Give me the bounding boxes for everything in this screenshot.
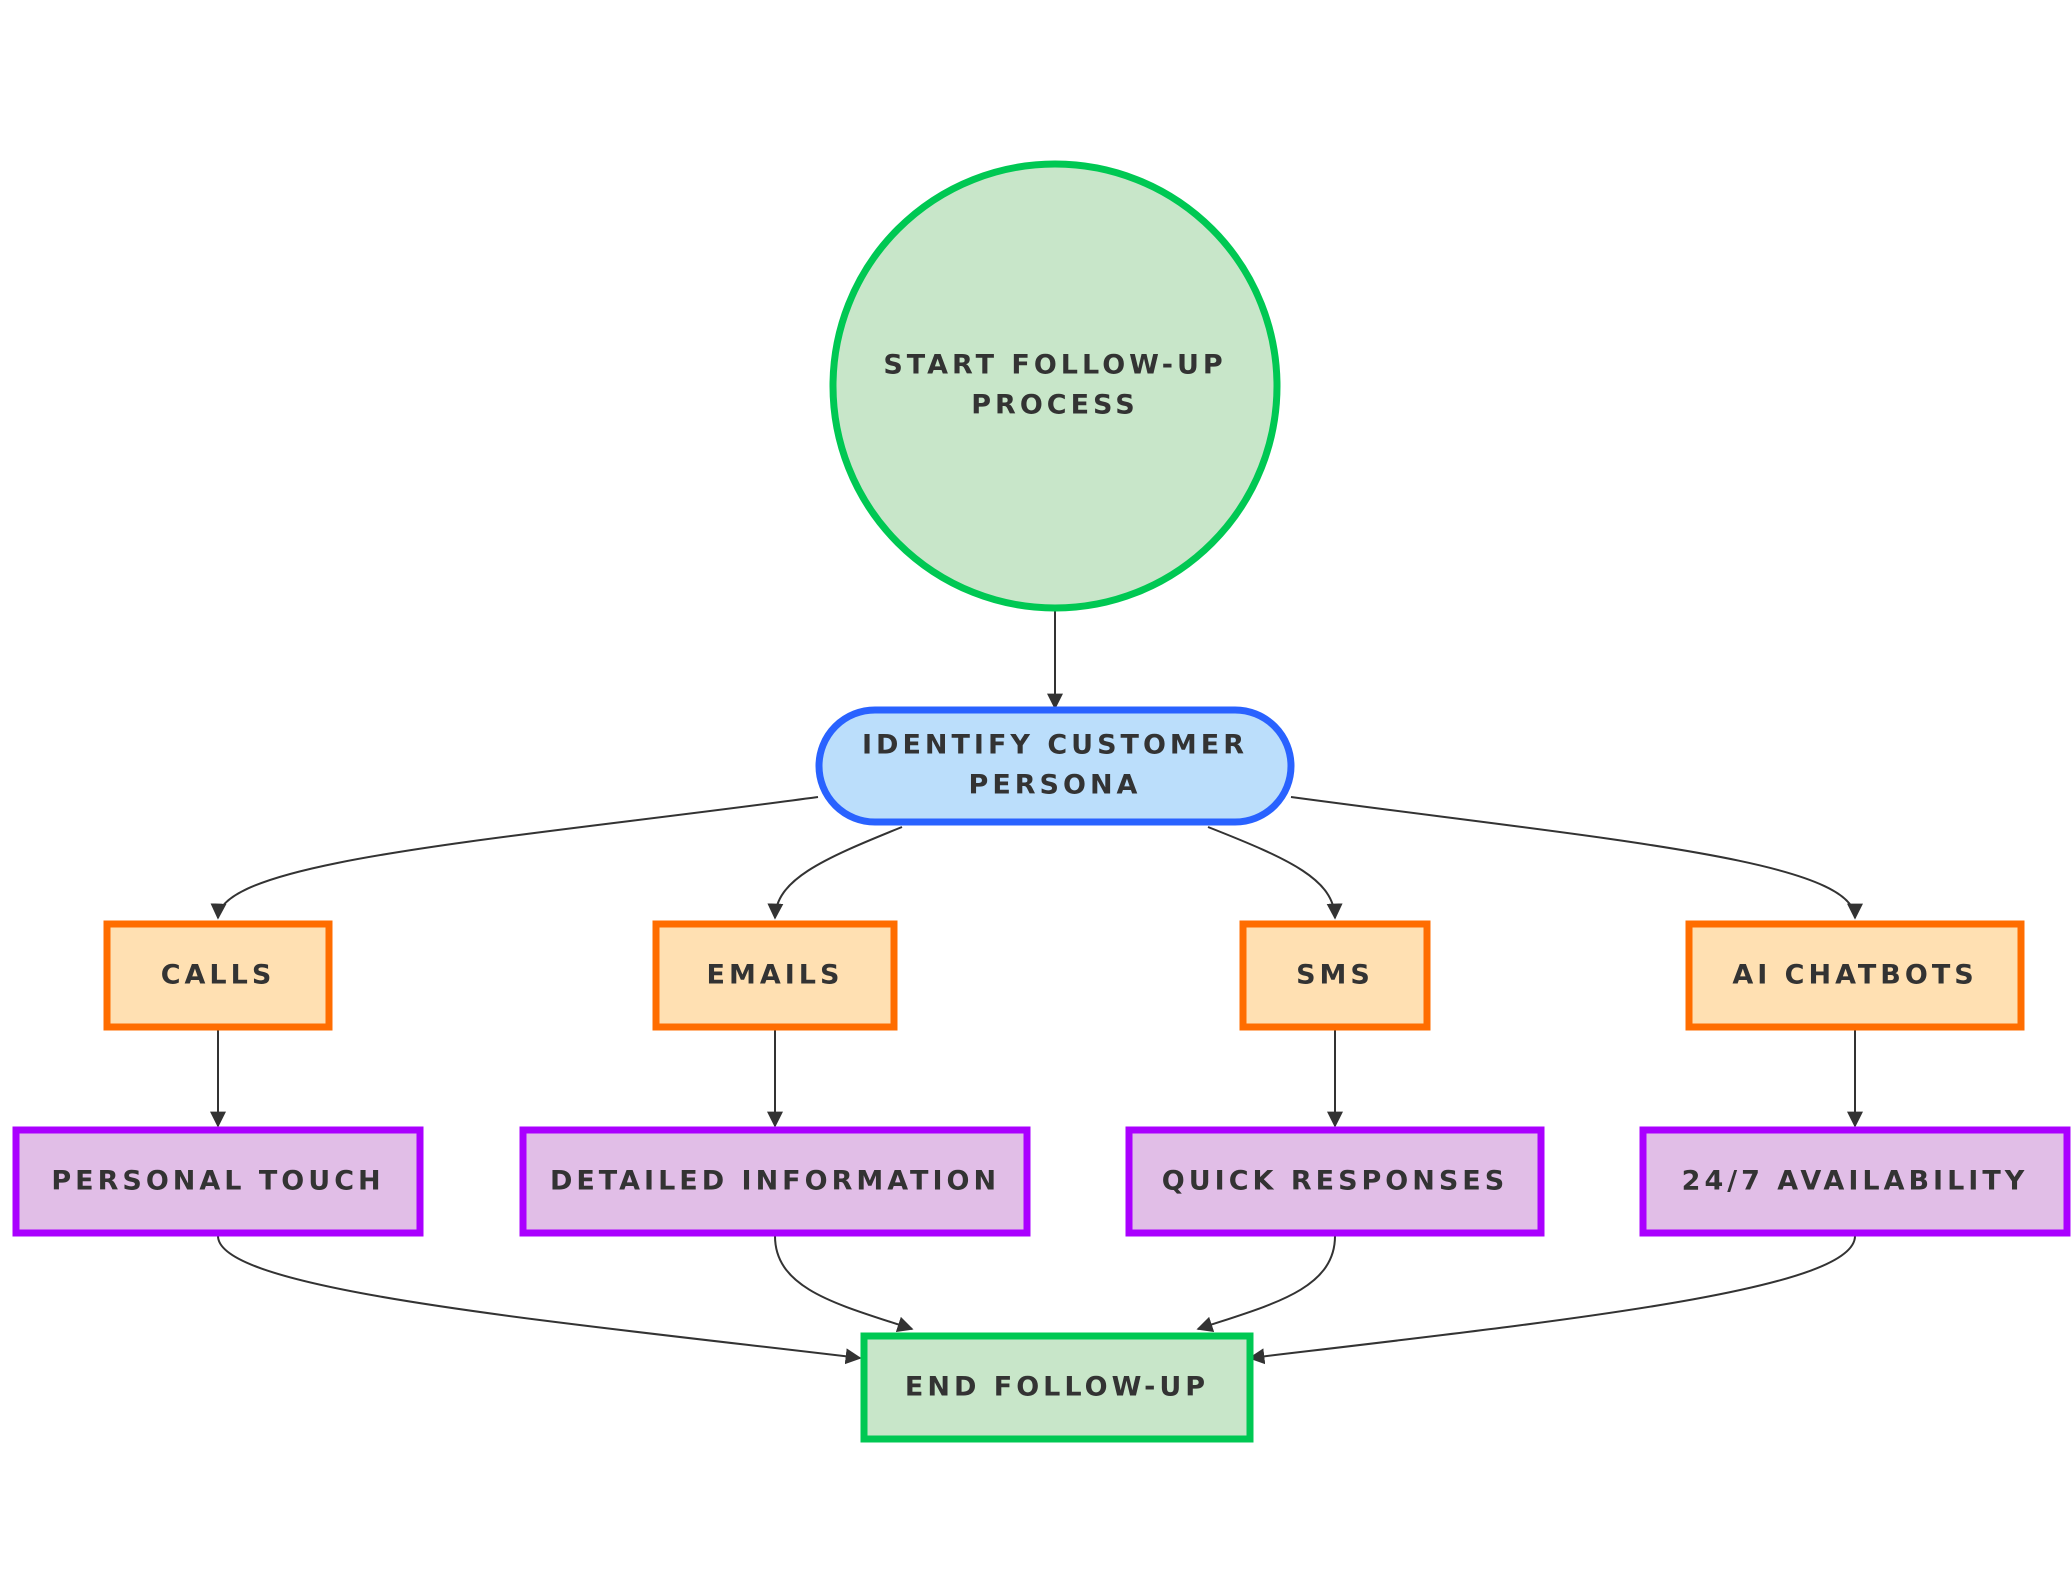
sms-node-label: SMS bbox=[1296, 960, 1374, 991]
chatbots-node-label: AI CHATBOTS bbox=[1732, 960, 1977, 991]
edge-persona-to-chatbots bbox=[1290, 796, 1863, 920]
sms-node: SMS bbox=[1239, 920, 1431, 1031]
edge-persona-to-calls bbox=[210, 796, 819, 920]
emails-node-shape bbox=[652, 920, 898, 1031]
end-node-label: END FOLLOW-UP bbox=[905, 1372, 1209, 1403]
persona-node: IDENTIFY CUSTOMER PERSONA bbox=[815, 706, 1295, 826]
start-node-shape bbox=[829, 160, 1281, 612]
persona-node-shape bbox=[815, 706, 1295, 826]
edge-persona-to-emails bbox=[767, 826, 903, 920]
emails-node: EMAILS bbox=[652, 920, 898, 1031]
personal-touch-node: PERSONAL TOUCH bbox=[12, 1126, 424, 1237]
edge-availability-to-end bbox=[1248, 1235, 1856, 1365]
edge-quick-responses-to-end bbox=[1196, 1235, 1336, 1333]
quick-responses-node-label: QUICK RESPONSES bbox=[1162, 1166, 1508, 1197]
end-node-shape bbox=[860, 1332, 1254, 1443]
chatbots-node-shape bbox=[1685, 920, 2025, 1031]
detailed-info-node-shape bbox=[519, 1126, 1031, 1237]
detailed-info-node: DETAILED INFORMATION bbox=[519, 1126, 1031, 1237]
edge-personal-touch-to-end bbox=[217, 1235, 862, 1365]
detailed-info-node-label: DETAILED INFORMATION bbox=[550, 1166, 1000, 1197]
calls-node-label: CALLS bbox=[161, 960, 276, 991]
availability-node-shape bbox=[1639, 1126, 2071, 1237]
availability-node: 24/7 AVAILABILITY bbox=[1639, 1126, 2071, 1237]
personal-touch-node-shape bbox=[12, 1126, 424, 1237]
start-node-label-line2: PROCESS bbox=[971, 390, 1138, 421]
persona-node-label-line2: PERSONA bbox=[969, 770, 1142, 801]
chatbots-node: AI CHATBOTS bbox=[1685, 920, 2025, 1031]
emails-node-label: EMAILS bbox=[707, 960, 844, 991]
persona-node-label-line1: IDENTIFY CUSTOMER bbox=[862, 730, 1248, 761]
personal-touch-node-label: PERSONAL TOUCH bbox=[51, 1166, 384, 1197]
start-node: START FOLLOW-UP PROCESS bbox=[829, 160, 1281, 612]
availability-node-label: 24/7 AVAILABILITY bbox=[1682, 1166, 2029, 1197]
quick-responses-node: QUICK RESPONSES bbox=[1125, 1126, 1545, 1237]
sms-node-shape bbox=[1239, 920, 1431, 1031]
calls-node-shape bbox=[103, 920, 333, 1031]
edge-persona-to-sms bbox=[1207, 826, 1343, 920]
start-node-label-line1: START FOLLOW-UP bbox=[883, 350, 1226, 381]
quick-responses-node-shape bbox=[1125, 1126, 1545, 1237]
edges bbox=[210, 610, 1863, 1365]
calls-node: CALLS bbox=[103, 920, 333, 1031]
edge-detailed-info-to-end bbox=[774, 1235, 914, 1333]
end-node: END FOLLOW-UP bbox=[860, 1332, 1254, 1443]
